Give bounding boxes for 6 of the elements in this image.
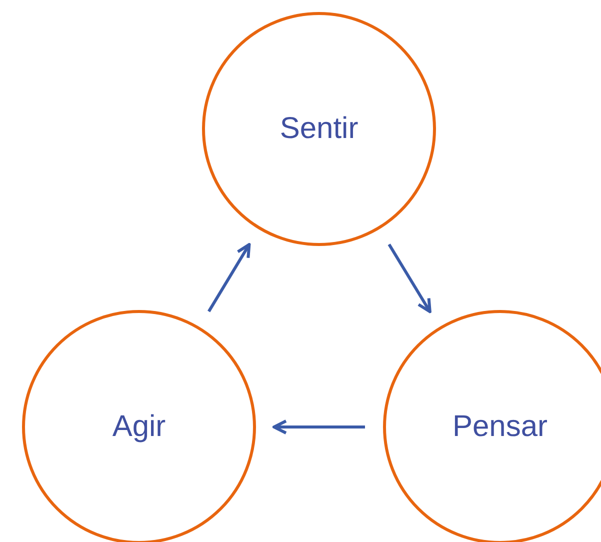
- node-label: Sentir: [280, 112, 358, 146]
- arrow: [272, 420, 365, 434]
- node-label: Agir: [112, 410, 166, 444]
- arrow: [388, 244, 432, 314]
- arrow: [208, 243, 251, 312]
- node-label: Pensar: [452, 410, 548, 444]
